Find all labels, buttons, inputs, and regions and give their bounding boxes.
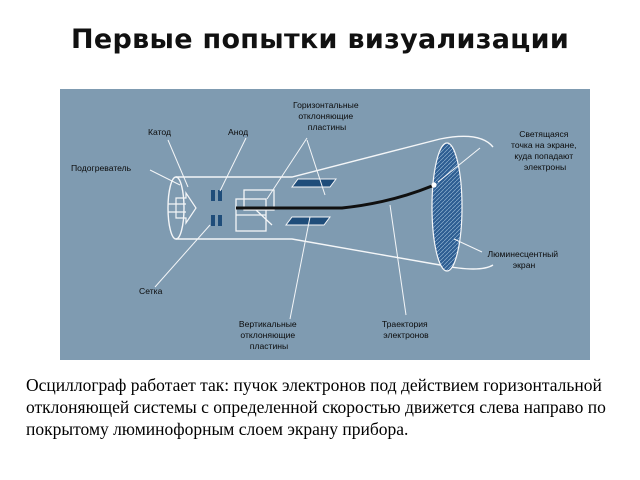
label-glowing-spot: Светящаяся точка на экране, куда попадаю… [511, 129, 579, 172]
label-grid: Сетка [139, 286, 163, 296]
screen-icon [431, 142, 463, 272]
heater-icon [168, 191, 197, 225]
label-vertical-plates: Вертикальные отклоняющие пластины [239, 319, 299, 351]
crt-diagram-svg: Катод Анод Горизонтальные отклоняющие пл… [71, 100, 579, 351]
label-heater: Подогреватель [71, 163, 132, 173]
label-horizontal-plates: Горизонтальные отклоняющие пластины [293, 100, 361, 132]
vertical-plates-icon [285, 178, 337, 226]
label-cathode: Катод [148, 127, 171, 137]
electron-beam [236, 184, 433, 210]
grid-electrode-icon [211, 190, 222, 226]
caption-text: Осциллограф работает так: пучок электрон… [26, 375, 606, 439]
slide-title: Первые попытки визуализации [70, 24, 570, 55]
leader-lines [149, 137, 483, 320]
label-anode: Анод [228, 127, 248, 137]
glowing-spot-icon [431, 182, 437, 188]
label-trajectory: Траектория электронов [382, 319, 430, 340]
horizontal-plates-icon [243, 189, 275, 226]
label-screen: Люминесцентный экран [488, 249, 561, 270]
crt-diagram: Катод Анод Горизонтальные отклоняющие пл… [60, 89, 590, 360]
